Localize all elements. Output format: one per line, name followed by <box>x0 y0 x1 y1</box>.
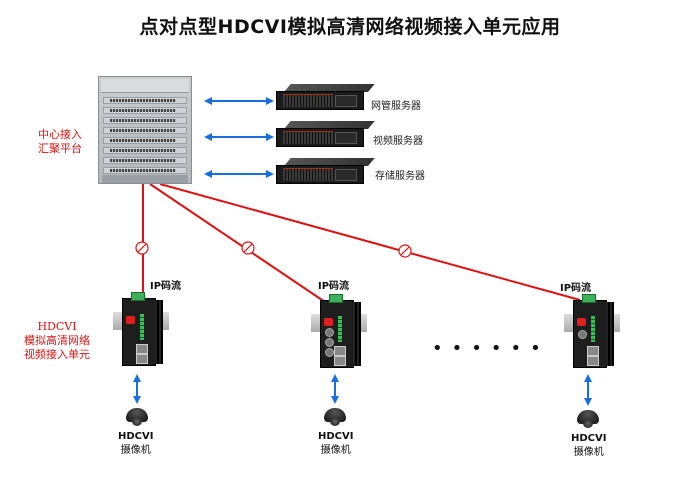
ip-stream-label: IP码流 <box>318 281 350 292</box>
storage-server <box>276 158 375 184</box>
camera-icon <box>126 408 148 428</box>
camera-label: HDCVI 摄像机 <box>318 430 353 458</box>
camera-icon <box>324 408 346 428</box>
diagram-title: 点对点型HDCVI模拟高清网络视频接入单元应用 <box>139 16 561 38</box>
fiber-link-2 <box>149 183 326 303</box>
hdcvi-access-unit-3 <box>564 292 620 368</box>
core-switch-chassis <box>98 76 192 184</box>
hdcvi-access-unit-1 <box>113 290 169 366</box>
camera-type: 摄像机 <box>573 447 604 458</box>
unit-caption-line3: 视频接入单元 <box>24 348 90 361</box>
camera-label: HDCVI 摄像机 <box>571 432 606 460</box>
server-label: 存储服务器 <box>375 171 425 182</box>
core-label: 中心接入 汇聚平台 <box>38 128 82 156</box>
unit-caption-line1: HDCVI <box>37 320 77 333</box>
ip-stream-label: IP码流 <box>150 281 182 292</box>
management-server <box>276 84 375 110</box>
camera-model: HDCVI <box>571 433 607 444</box>
core-label-line2: 汇聚平台 <box>38 142 82 155</box>
core-label-line1: 中心接入 <box>38 128 82 141</box>
unit-caption: HDCVI 模拟高清网络 视频接入单元 <box>24 320 90 362</box>
server-label: 网管服务器 <box>371 101 421 112</box>
camera-label: HDCVI 摄像机 <box>118 430 153 458</box>
hdcvi-access-unit-2 <box>311 292 367 368</box>
link-break-icon <box>241 241 255 255</box>
link-break-icon <box>398 244 412 258</box>
more-units-ellipsis: •••••• <box>432 338 550 359</box>
ip-stream-label: IP码流 <box>560 283 592 294</box>
link-break-icon <box>135 241 149 255</box>
camera-model: HDCVI <box>318 431 354 442</box>
camera-icon <box>577 410 599 430</box>
camera-type: 摄像机 <box>120 445 151 456</box>
camera-type: 摄像机 <box>320 445 351 456</box>
server-label: 视频服务器 <box>373 136 423 147</box>
camera-model: HDCVI <box>118 431 154 442</box>
video-server <box>276 121 375 147</box>
unit-caption-line2: 模拟高清网络 <box>24 334 90 347</box>
fiber-link-3 <box>159 183 581 301</box>
